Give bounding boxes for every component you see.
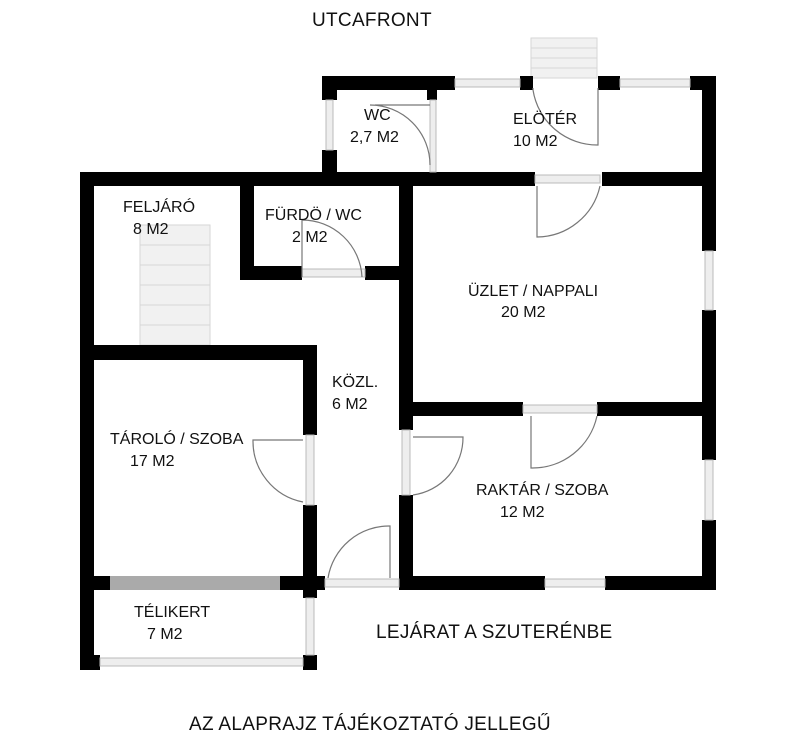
room-area-wc: 2,7 M2 [350, 129, 399, 146]
room-name-kozl: KÖZL. [332, 374, 379, 391]
room-name-tarolo: TÁROLÓ / SZOBA [110, 431, 244, 448]
room-area-tarolo: 17 M2 [130, 453, 175, 470]
room-name-wc: WC [364, 107, 391, 124]
room-name-telikert: TÉLIKERT [134, 604, 211, 621]
basement-access-label: LEJÁRAT A SZUTERÉNBE [376, 622, 613, 643]
walls [80, 76, 716, 670]
room-area-eloter: 10 M2 [513, 133, 558, 150]
room-area-raktar: 12 M2 [500, 504, 545, 521]
room-name-eloter: ELÖTÉR [513, 111, 578, 128]
disclaimer: AZ ALAPRAJZ TÁJÉKOZTATÓ JELLEGŰ [189, 714, 551, 735]
entrance-stairs [530, 37, 598, 79]
room-name-uzlet: ÜZLET / NAPPALI [468, 283, 599, 300]
room-area-uzlet: 20 M2 [501, 304, 546, 321]
windows [99, 78, 714, 667]
room-name-feljaro: FELJÁRÓ [123, 199, 196, 216]
room-name-raktar: RAKTÁR / SZOBA [476, 482, 609, 499]
street-front-label: UTCAFRONT [312, 10, 432, 31]
room-area-kozl: 6 M2 [332, 396, 368, 413]
room-area-furdo: 2 M2 [292, 229, 328, 246]
interior-stairs [139, 224, 211, 346]
doors [252, 88, 601, 588]
room-name-furdo: FÜRDÖ / WC [265, 207, 362, 224]
room-area-feljaro: 8 M2 [133, 221, 169, 238]
room-area-telikert: 7 M2 [147, 626, 183, 643]
